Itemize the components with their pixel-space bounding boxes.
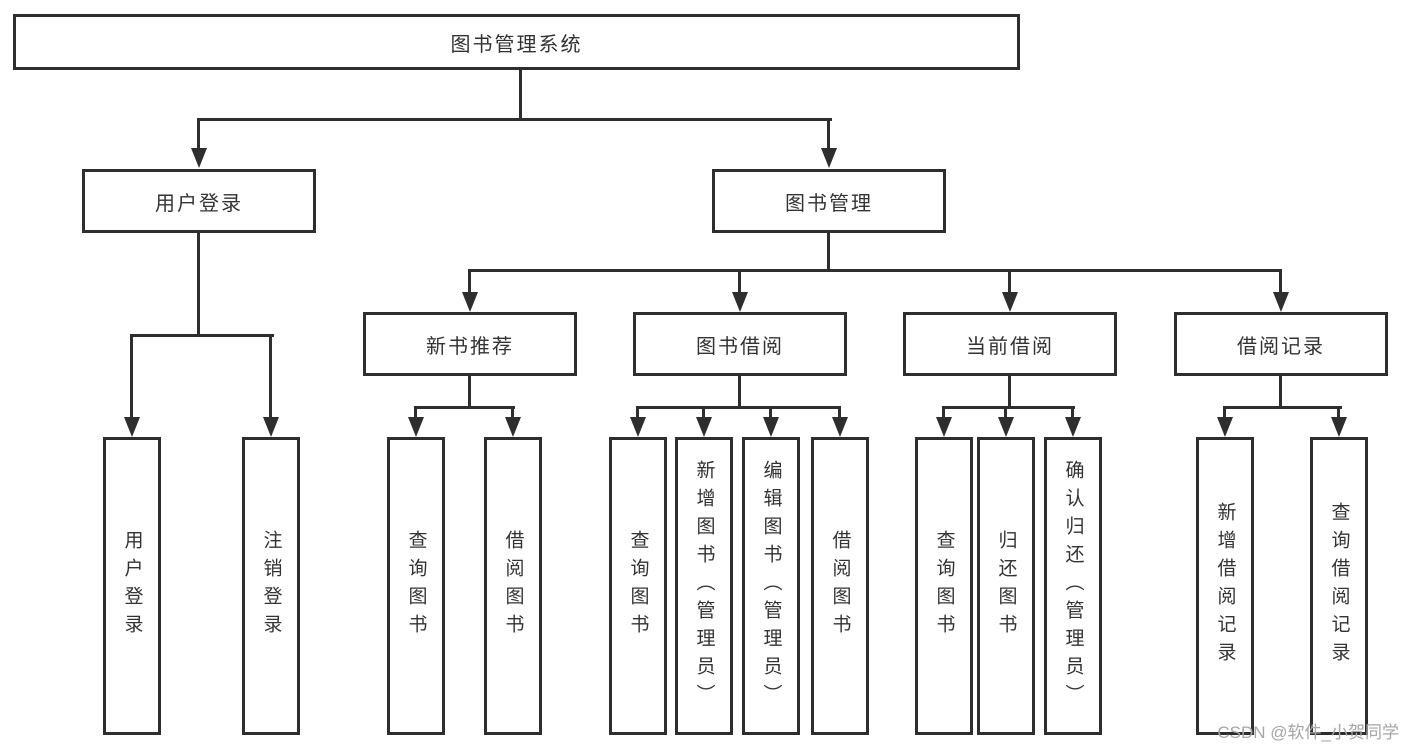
connector-line [1004,406,1007,420]
watermark: CSDN @软件_小贺同学 [1217,723,1399,742]
leaf-borrow-books-borrowing: 借阅图书 [811,437,869,735]
connector-line [702,406,705,420]
connector-line [942,406,945,420]
leaf-user-login-label: 用户登录 [121,530,143,642]
arrow-down-icon [263,417,279,437]
connector-line [738,269,741,295]
node-user-login: 用户登录 [82,169,316,233]
connector-line [1279,269,1282,295]
leaf-edit-books-admin: 编辑图书（管理员） [742,437,800,735]
arrow-down-icon [630,417,646,437]
connector-line [414,406,417,420]
leaf-query-books-current: 查询图书 [915,437,973,735]
arrow-down-icon [832,417,848,437]
connector-line [468,269,1282,272]
leaf-add-books-admin-label: 新增图书（管理员） [693,460,715,712]
arrow-down-icon [1217,417,1233,437]
leaf-logout: 注销登录 [242,437,300,735]
connector-line [414,406,515,409]
leaf-query-books-borrowing: 查询图书 [609,437,667,735]
arrow-down-icon [1331,417,1347,437]
node-book-borrowing-label: 图书借阅 [696,335,784,358]
leaf-borrow-books-recommend-label: 借阅图书 [502,530,524,642]
leaf-user-login: 用户登录 [103,437,161,735]
arrow-down-icon [1273,292,1289,312]
connector-line [197,233,200,335]
node-borrow-records-label: 借阅记录 [1237,335,1325,358]
arrow-down-icon [1065,417,1081,437]
connector-line [468,376,471,407]
connector-line [1008,269,1011,295]
arrow-down-icon [696,417,712,437]
node-user-login-label: 用户登录 [155,192,243,215]
arrow-down-icon [998,417,1014,437]
leaf-query-books-recommend: 查询图书 [387,437,445,735]
node-new-book-recommend-label: 新书推荐 [426,335,514,358]
connector-line [197,118,832,121]
connector-line [636,406,841,409]
leaf-return-books-label: 归还图书 [995,530,1017,642]
leaf-return-books: 归还图书 [977,437,1035,735]
connector-line [827,233,830,270]
leaf-borrow-books-recommend: 借阅图书 [484,437,542,735]
node-root-label: 图书管理系统 [450,33,583,56]
leaf-query-books-borrowing-label: 查询图书 [627,530,649,642]
node-book-management-label: 图书管理 [785,192,873,215]
leaf-logout-label: 注销登录 [260,530,282,642]
connector-line [511,406,514,420]
node-current-borrowing: 当前借阅 [903,312,1117,376]
leaf-query-books-recommend-label: 查询图书 [405,530,427,642]
leaf-add-borrow-record: 新增借阅记录 [1196,437,1254,735]
leaf-borrow-books-borrowing-label: 借阅图书 [829,530,851,642]
arrow-down-icon [191,148,207,168]
node-current-borrowing-label: 当前借阅 [966,335,1054,358]
arrow-down-icon [124,417,140,437]
arrow-down-icon [732,292,748,312]
connector-line [1223,406,1226,420]
node-borrow-records: 借阅记录 [1174,312,1388,376]
leaf-query-borrow-record-label: 查询借阅记录 [1328,502,1350,670]
arrow-down-icon [1002,292,1018,312]
connector-line [838,406,841,420]
connector-line [130,334,133,418]
arrow-down-icon [936,417,952,437]
connector-line [1337,406,1340,420]
connector-line [519,70,522,119]
arrow-down-icon [763,417,779,437]
connector-line [827,118,830,150]
leaf-confirm-return-admin-label: 确认归还（管理员） [1062,460,1084,712]
node-book-borrowing: 图书借阅 [633,312,847,376]
leaf-query-books-current-label: 查询图书 [933,530,955,642]
node-new-book-recommend: 新书推荐 [363,312,577,376]
connector-line [1071,406,1074,420]
connector-line [130,334,274,337]
node-root: 图书管理系统 [13,14,1020,70]
leaf-query-borrow-record: 查询借阅记录 [1310,437,1368,735]
connector-line [1223,406,1342,409]
connector-line [738,376,741,407]
connector-line [1279,376,1282,407]
leaf-add-borrow-record-label: 新增借阅记录 [1214,502,1236,670]
connector-line [942,406,1075,409]
connector-line [197,118,200,150]
connector-line [269,334,272,418]
leaf-edit-books-admin-label: 编辑图书（管理员） [760,460,782,712]
connector-line [468,269,471,295]
arrow-down-icon [408,417,424,437]
arrow-down-icon [505,417,521,437]
connector-line [636,406,639,420]
leaf-confirm-return-admin: 确认归还（管理员） [1044,437,1102,735]
connector-line [769,406,772,420]
node-book-management: 图书管理 [712,169,946,233]
arrow-down-icon [821,148,837,168]
arrow-down-icon [462,292,478,312]
connector-line [1008,376,1011,407]
leaf-add-books-admin: 新增图书（管理员） [675,437,733,735]
